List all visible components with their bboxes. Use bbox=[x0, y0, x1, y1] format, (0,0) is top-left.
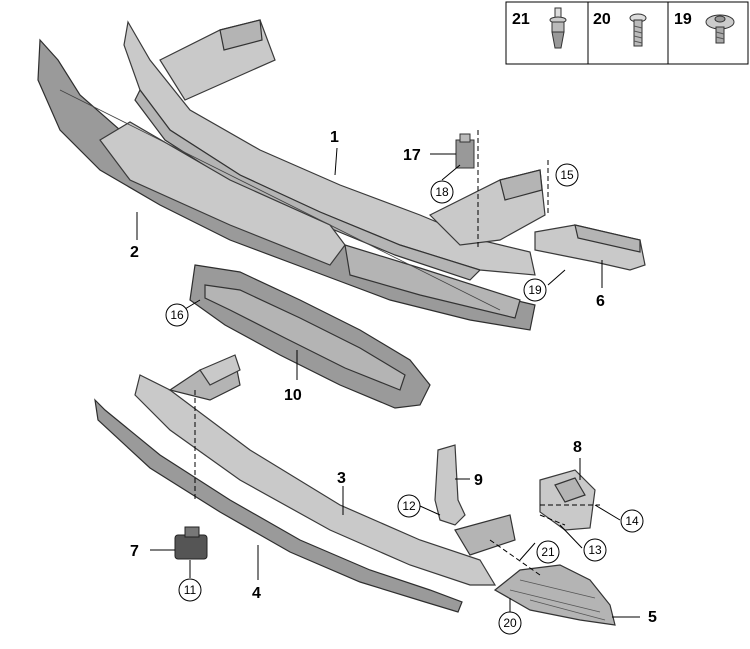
svg-text:18: 18 bbox=[435, 185, 449, 199]
circled-callout-14: 14 bbox=[620, 509, 644, 533]
callout-9: 9 bbox=[474, 472, 483, 489]
callout-3: 3 bbox=[337, 470, 346, 487]
callout-17: 17 bbox=[403, 147, 421, 164]
svg-text:15: 15 bbox=[560, 168, 574, 182]
part-5-grille bbox=[493, 564, 616, 626]
screw-19-icon bbox=[705, 14, 735, 44]
circled-callout-20: 20 bbox=[498, 611, 522, 635]
callout-2: 2 bbox=[130, 244, 139, 261]
svg-text:12: 12 bbox=[402, 499, 416, 513]
circled-callout-21: 21 bbox=[536, 540, 560, 564]
callout-5: 5 bbox=[648, 609, 657, 626]
circled-callout-16: 16 bbox=[165, 303, 189, 327]
circled-callout-11: 11 bbox=[178, 578, 202, 602]
leader-lines bbox=[136, 130, 640, 618]
circled-callout-15: 15 bbox=[555, 163, 579, 187]
svg-text:19: 19 bbox=[528, 283, 542, 297]
part-1-bumper-carrier bbox=[123, 19, 546, 281]
callout-8: 8 bbox=[573, 439, 582, 456]
circled-callouts: 11 12 13 14 15 16 18 19 bbox=[165, 163, 644, 635]
callout-1: 1 bbox=[330, 129, 339, 146]
svg-text:20: 20 bbox=[503, 616, 517, 630]
callout-7: 7 bbox=[130, 543, 139, 560]
part-7-sensor bbox=[174, 526, 208, 560]
circled-callout-13: 13 bbox=[583, 538, 607, 562]
legend-number-19: 19 bbox=[674, 11, 692, 28]
circled-callout-19: 19 bbox=[523, 278, 547, 302]
part-3-lower-carrier bbox=[134, 354, 516, 586]
svg-text:11: 11 bbox=[184, 583, 197, 597]
part-4-lower-trim bbox=[94, 398, 463, 613]
callout-labels: 1 2 3 4 5 6 7 8 9 10 17 bbox=[130, 129, 657, 626]
part-8-bracket bbox=[539, 469, 596, 531]
callout-4: 4 bbox=[252, 585, 261, 602]
callout-10: 10 bbox=[284, 387, 302, 404]
svg-text:13: 13 bbox=[588, 543, 602, 557]
part-10-lower-absorber bbox=[189, 264, 431, 409]
part-2-energy-absorber bbox=[37, 38, 536, 331]
part-17-clip bbox=[455, 133, 475, 169]
circled-callout-18: 18 bbox=[430, 180, 454, 204]
part-6-side-bracket bbox=[534, 224, 646, 271]
svg-text:21: 21 bbox=[541, 545, 555, 559]
svg-text:14: 14 bbox=[625, 514, 639, 528]
svg-text:16: 16 bbox=[170, 308, 184, 322]
part-9-bracket bbox=[434, 444, 466, 526]
screw-21-icon bbox=[549, 7, 567, 49]
callout-6: 6 bbox=[596, 293, 605, 310]
legend-number-20: 20 bbox=[593, 11, 611, 28]
legend-number-21: 21 bbox=[512, 11, 530, 28]
fastener-legend: 21 20 19 bbox=[505, 1, 749, 65]
screw-20-icon bbox=[629, 13, 647, 47]
circled-callout-12: 12 bbox=[397, 494, 421, 518]
